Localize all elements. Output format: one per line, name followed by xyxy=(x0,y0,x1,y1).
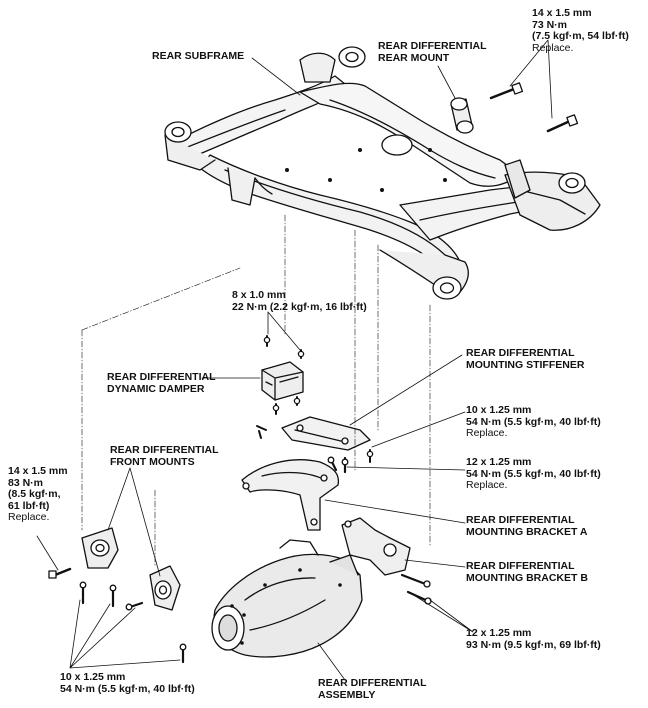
mounting-stiffener xyxy=(281,416,371,451)
alignment-lines xyxy=(81,214,431,566)
leader-lines xyxy=(36,39,553,681)
front-mount-left xyxy=(81,527,119,569)
spec-damper-bolts: 8 x 1.0 mm 22 N·m (2.2 kgf·m, 16 lbf·ft) xyxy=(232,289,367,313)
mounting-bracket-b xyxy=(341,517,411,576)
dynamic-damper xyxy=(261,361,304,401)
label-bracket-a: REAR DIFFERENTIAL MOUNTING BRACKET A xyxy=(466,514,588,538)
front-mount-right xyxy=(149,565,181,611)
spec-left-mount-bolt: 14 x 1.5 mm 83 N·m (8.5 kgf·m, 61 lbf·ft… xyxy=(8,465,68,523)
rear-mount-bushing xyxy=(450,97,474,134)
rear-subframe xyxy=(164,46,601,300)
label-diff-assembly: REAR DIFFERENTIAL ASSEMBLY xyxy=(318,677,427,701)
differential-assembly xyxy=(211,539,363,658)
label-front-mounts: REAR DIFFERENTIAL FRONT MOUNTS xyxy=(110,444,219,468)
bracket-a-bolts xyxy=(327,456,349,474)
rear-mount-bolts xyxy=(489,82,579,133)
stiffener-bolts xyxy=(256,425,374,463)
label-bracket-b: REAR DIFFERENTIAL MOUNTING BRACKET B xyxy=(466,560,588,584)
damper-bolts xyxy=(263,335,305,415)
spec-bracket-a-bolts: 12 x 1.25 mm 54 N·m (5.5 kgf·m, 40 lbf·f… xyxy=(466,456,601,491)
spec-stiffener-bolts: 10 x 1.25 mm 54 N·m (5.5 kgf·m, 40 lbf·f… xyxy=(466,404,601,439)
label-dynamic-damper: REAR DIFFERENTIAL DYNAMIC DAMPER xyxy=(107,371,216,395)
label-rear-subframe: REAR SUBFRAME xyxy=(152,50,245,62)
bracket-b-bolts xyxy=(400,573,432,605)
spec-top-right: 14 x 1.5 mm 73 N·m (7.5 kgf·m, 54 lbf·ft… xyxy=(532,7,629,54)
label-mounting-stiffener: REAR DIFFERENTIAL MOUNTING STIFFENER xyxy=(466,347,585,371)
spec-front-mount-bolts: 10 x 1.25 mm 54 N·m (5.5 kgf·m, 40 lbf·f… xyxy=(60,671,195,695)
spec-bracket-b-bolts: 12 x 1.25 mm 93 N·m (9.5 kgf·m, 69 lbf·f… xyxy=(466,627,601,651)
front-mount-bolts xyxy=(48,567,187,664)
label-rear-mount: REAR DIFFERENTIAL REAR MOUNT xyxy=(378,40,487,64)
mounting-bracket-a xyxy=(241,459,340,531)
